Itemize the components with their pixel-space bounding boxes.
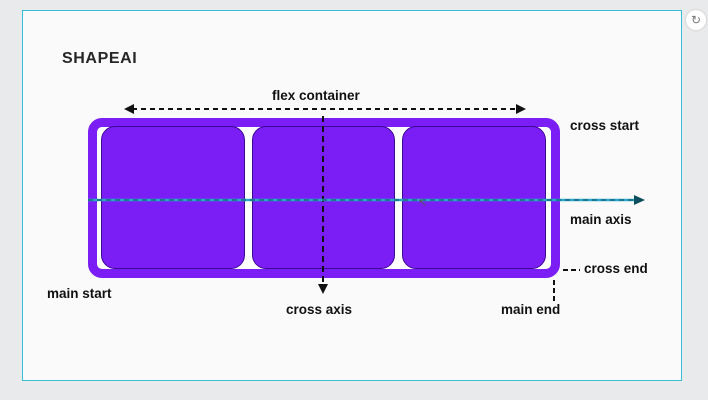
brand-logo-text: SHAPEAI	[62, 50, 138, 67]
label-cross-end: cross end	[584, 261, 648, 276]
label-main-end: main end	[501, 302, 561, 317]
flex-item-3	[402, 126, 546, 269]
label-flex-container: flex container	[272, 88, 360, 103]
refresh-icon[interactable]: ↻	[686, 10, 706, 30]
label-cross-axis: cross axis	[286, 302, 353, 317]
flex-item-2	[252, 126, 395, 269]
label-main-axis: main axis	[570, 212, 632, 227]
mouse-cursor-icon: ↖	[418, 197, 428, 209]
flex-item-1	[101, 126, 245, 269]
label-main-start: main start	[47, 286, 112, 301]
label-cross-start: cross start	[570, 118, 640, 133]
